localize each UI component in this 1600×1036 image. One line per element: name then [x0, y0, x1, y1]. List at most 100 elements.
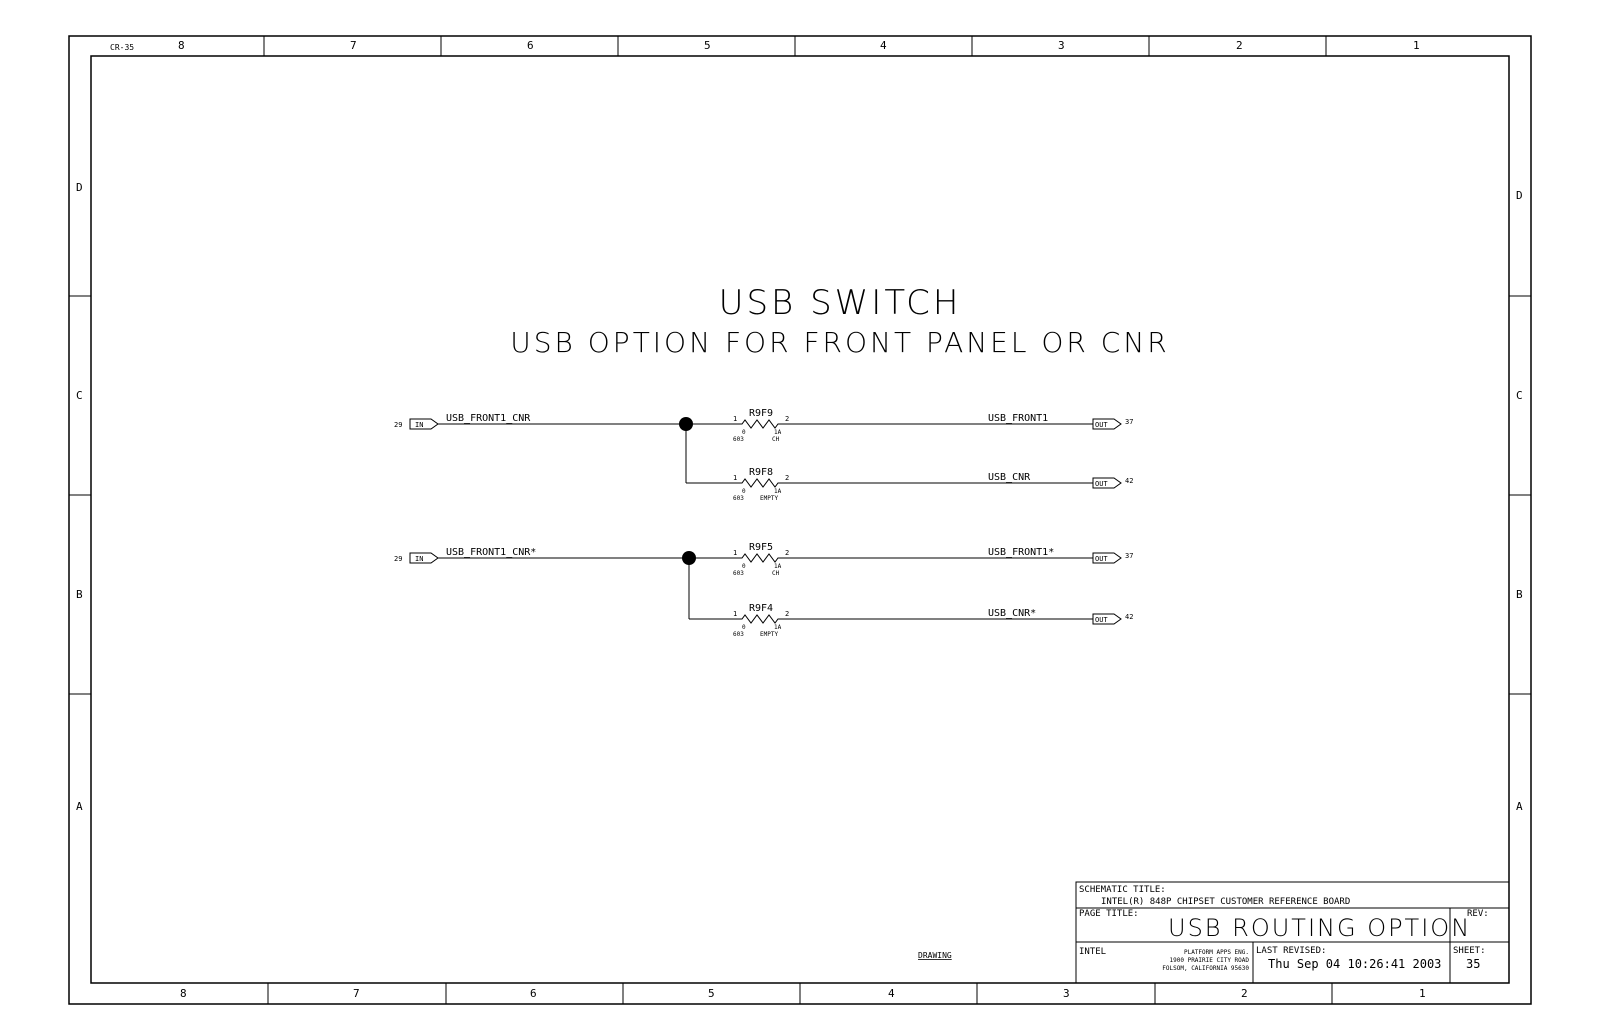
output-port-label: OUT — [1095, 616, 1108, 624]
zone-bottom-8: 8 — [180, 987, 187, 1000]
bottom-zone-dividers — [267, 983, 1333, 1004]
rev-label: REV: — [1467, 909, 1489, 919]
zone-left-C: C — [76, 389, 83, 402]
input-net-name: USB_FRONT1_CNR — [446, 413, 531, 424]
input-port-label: IN — [415, 421, 423, 429]
resistor-ref: R9F9 — [749, 408, 773, 419]
resistor-status: CH — [772, 570, 780, 577]
zone-left-B: B — [76, 588, 83, 601]
zone-bottom-4: 4 — [888, 987, 895, 1000]
zone-bottom-6: 6 — [530, 987, 537, 1000]
zone-bottom-5: 5 — [708, 987, 715, 1000]
sheet-number: 35 — [1466, 957, 1480, 971]
address-line-2: 1900 PRAIRIE CITY ROAD — [1170, 957, 1250, 964]
resistor-r9f5: 1 R9F5 2 0 1A 603 CH — [733, 542, 789, 577]
input-sheet-ref: 29 — [394, 555, 402, 563]
title-block — [1075, 881, 1510, 984]
schematic-title-label: SCHEMATIC TITLE: — [1079, 885, 1166, 895]
zone-bottom-2: 2 — [1241, 987, 1248, 1000]
resistor-rating: 1A — [774, 429, 782, 436]
resistor-status: EMPTY — [760, 495, 778, 502]
junction-dot — [682, 551, 696, 565]
output-port-label: OUT — [1095, 421, 1108, 429]
zone-top-7: 7 — [350, 39, 357, 52]
drawing-label: DRAWING — [918, 951, 952, 960]
resistor-pin1: 1 — [733, 549, 737, 557]
output-sheet-ref: 37 — [1125, 552, 1133, 560]
output-sheet-ref: 42 — [1125, 477, 1133, 485]
zone-top-4: 4 — [880, 39, 887, 52]
resistor-rating: 1A — [774, 624, 782, 631]
resistor-pin1: 1 — [733, 610, 737, 618]
junction-dot — [679, 417, 693, 431]
address-line-1: PLATFORM APPS ENG. — [1184, 949, 1249, 956]
resistor-pin1: 1 — [733, 415, 737, 423]
outer-border — [68, 35, 1532, 1005]
output-sheet-ref: 37 — [1125, 418, 1133, 426]
zone-top-5: 5 — [704, 39, 711, 52]
page-title: USB ROUTING OPTION — [1168, 914, 1471, 942]
diagram-title: USB SWITCH — [719, 283, 962, 323]
zone-bottom-1: 1 — [1419, 987, 1426, 1000]
output-port-label: OUT — [1095, 555, 1108, 563]
address-line-3: FOLSOM, CALIFORNIA 95630 — [1162, 965, 1249, 972]
resistor-value: 0 — [742, 488, 746, 495]
inner-border — [90, 55, 1510, 984]
company-name: INTEL — [1079, 947, 1106, 957]
resistor-pin2: 2 — [785, 610, 789, 618]
top-zone-dividers — [263, 36, 1327, 56]
resistor-rating: 1A — [774, 488, 782, 495]
zone-left-D: D — [76, 181, 83, 194]
zone-bottom-3: 3 — [1063, 987, 1070, 1000]
resistor-pin2: 2 — [785, 415, 789, 423]
last-revised-date: Thu Sep 04 10:26:41 2003 — [1268, 957, 1441, 971]
side-zone-dividers — [69, 295, 1531, 695]
page-title-label: PAGE TITLE: — [1079, 909, 1139, 919]
resistor-rating: 1A — [774, 563, 782, 570]
zone-right-A: A — [1516, 800, 1523, 813]
resistor-value: 0 — [742, 563, 746, 570]
resistor-pin1: 1 — [733, 474, 737, 482]
output-net-name: USB_FRONT1* — [988, 547, 1054, 558]
zone-top-6: 6 — [527, 39, 534, 52]
wires — [438, 423, 1093, 620]
output-port-1: USB_FRONT1 OUT 37 — [988, 413, 1133, 430]
resistor-value: 0 — [742, 429, 746, 436]
zone-left-A: A — [76, 800, 83, 813]
resistor-package: 603 — [733, 570, 744, 577]
sheet-label: SHEET: — [1453, 946, 1486, 956]
output-net-name: USB_FRONT1 — [988, 413, 1048, 424]
resistor-status: EMPTY — [760, 631, 778, 638]
resistor-r9f4: 1 R9F4 2 0 1A 603 EMPTY — [733, 603, 789, 638]
zone-top-3: 3 — [1058, 39, 1065, 52]
resistor-r9f9: 1 R9F9 2 0 1A 603 CH — [733, 408, 789, 443]
resistor-pin2: 2 — [785, 474, 789, 482]
output-net-name: USB_CNR — [988, 472, 1031, 483]
input-port-2: 29 IN USB_FRONT1_CNR* — [394, 547, 536, 564]
zone-bottom-7: 7 — [353, 987, 360, 1000]
output-sheet-ref: 42 — [1125, 613, 1133, 621]
zone-right-B: B — [1516, 588, 1523, 601]
last-revised-label: LAST REVISED: — [1256, 946, 1326, 956]
input-sheet-ref: 29 — [394, 421, 402, 429]
schematic-title: INTEL(R) 848P CHIPSET CUSTOMER REFERENCE… — [1101, 897, 1350, 907]
resistor-package: 603 — [733, 631, 744, 638]
zone-top-8: 8 — [178, 39, 185, 52]
diagram-subtitle: USB OPTION FOR FRONT PANEL OR CNR — [510, 326, 1169, 359]
resistor-r9f8: 1 R9F8 2 0 1A 603 EMPTY — [733, 467, 789, 502]
resistor-ref: R9F4 — [749, 603, 773, 614]
output-net-name: USB_CNR* — [988, 608, 1036, 619]
resistor-ref: R9F5 — [749, 542, 773, 553]
output-port-4: USB_CNR* OUT 42 — [988, 608, 1133, 625]
sheet-code: CR-35 — [110, 43, 134, 52]
resistor-pin2: 2 — [785, 549, 789, 557]
zone-top-2: 2 — [1236, 39, 1243, 52]
resistor-ref: R9F8 — [749, 467, 773, 478]
input-net-name: USB_FRONT1_CNR* — [446, 547, 536, 558]
output-port-2: USB_CNR OUT 42 — [988, 472, 1133, 489]
resistor-package: 603 — [733, 495, 744, 502]
zone-right-C: C — [1516, 389, 1523, 402]
resistor-status: CH — [772, 436, 780, 443]
zone-right-D: D — [1516, 189, 1523, 202]
